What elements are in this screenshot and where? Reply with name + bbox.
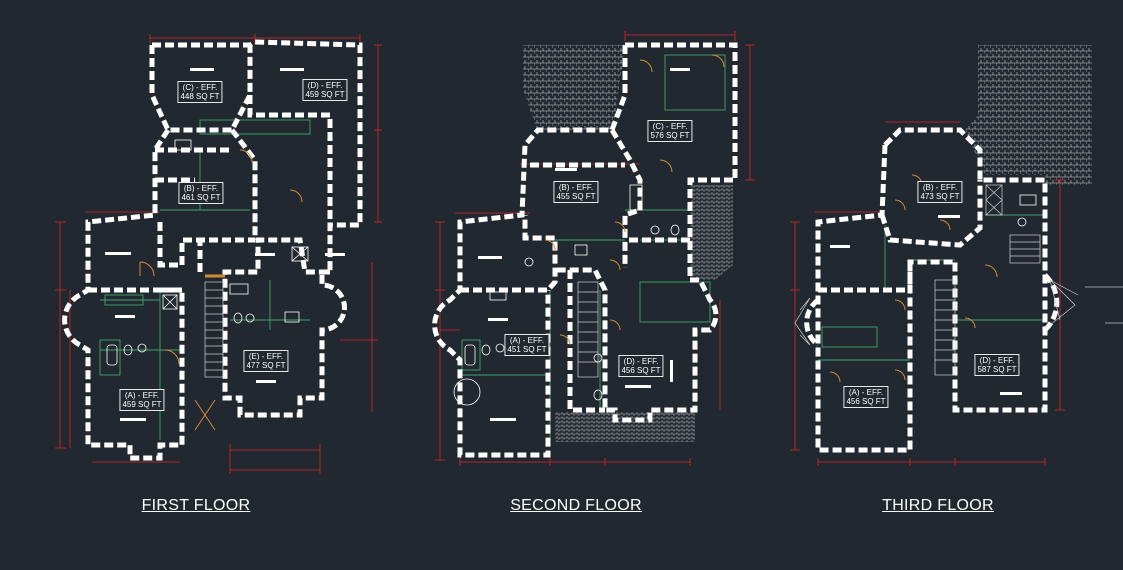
unit-name: (C) - EFF.: [182, 83, 218, 92]
unit-label-third-a: (A) - EFF. 456 SQ FT: [843, 386, 889, 408]
unit-label-first-b: (B) - EFF. 461 SQ FT: [178, 182, 224, 204]
first-floor-furniture: [105, 68, 345, 421]
unit-area: 455 SQ FT: [556, 192, 596, 201]
first-floor-fixtures: [106, 139, 309, 366]
unit-label-first-e: (E) - EFF. 477 SQ FT: [243, 350, 289, 372]
unit-area: 459 SQ FT: [122, 400, 162, 409]
third-floor-stairs: [794, 184, 1079, 376]
unit-label-second-a: (A) - EFF. 451 SQ FT: [504, 334, 550, 356]
third-floor-leader-lines: [1085, 286, 1123, 324]
second-floor-roof-hatch-left: [523, 45, 625, 130]
unit-name: (D) - EFF.: [623, 357, 659, 366]
second-floor-plan: [432, 31, 755, 466]
unit-name: (E) - EFF.: [248, 352, 284, 361]
unit-name: (A) - EFF.: [848, 388, 884, 397]
unit-label-second-b: (B) - EFF. 455 SQ FT: [553, 181, 599, 203]
third-floor-exterior-walls: [804, 127, 1060, 453]
second-floor-exterior-walls: [432, 42, 738, 458]
unit-label-third-b: (B) - EFF. 473 SQ FT: [917, 181, 963, 203]
second-floor-fixtures: [453, 184, 680, 406]
first-floor-exterior-walls: [62, 39, 363, 461]
third-floor-title: THIRD FLOOR: [882, 497, 994, 514]
first-floor-dimension-lines: [55, 34, 382, 474]
unit-label-second-d: (D) - EFF. 456 SQ FT: [618, 355, 664, 377]
third-floor-fixtures: [1017, 194, 1037, 227]
unit-name: (A) - EFF.: [124, 391, 160, 400]
unit-area: 456 SQ FT: [621, 366, 661, 375]
unit-area: 477 SQ FT: [246, 361, 286, 370]
unit-area: 451 SQ FT: [507, 345, 547, 354]
unit-area: 456 SQ FT: [846, 397, 886, 406]
second-floor-brick-hatch-bottom: [555, 412, 695, 442]
unit-label-second-c: (C) - EFF. 576 SQ FT: [647, 120, 693, 142]
unit-area: 461 SQ FT: [181, 193, 221, 202]
third-floor-interior-walls: [818, 214, 1045, 361]
second-floor-title: SECOND FLOOR: [510, 497, 642, 514]
unit-area: 459 SQ FT: [305, 90, 345, 99]
second-floor-stairs: [577, 281, 599, 378]
unit-area: 576 SQ FT: [650, 131, 690, 140]
unit-area: 587 SQ FT: [977, 365, 1017, 374]
second-floor-doors: [544, 54, 725, 346]
first-floor-doors: [139, 149, 303, 431]
first-floor-title: FIRST FLOOR: [141, 497, 251, 514]
unit-name: (B) - EFF.: [922, 183, 958, 192]
unit-name: (A) - EFF.: [509, 336, 545, 345]
unit-name: (D) - EFF.: [979, 356, 1015, 365]
unit-name: (B) - EFF.: [183, 184, 219, 193]
unit-label-first-c: (C) - EFF. 448 SQ FT: [177, 81, 223, 103]
third-floor-plan: [790, 45, 1123, 466]
first-floor-plan: [55, 34, 382, 474]
second-floor-furniture: [478, 68, 690, 421]
unit-name: (C) - EFF.: [652, 122, 688, 131]
unit-label-first-d: (D) - EFF. 459 SQ FT: [302, 79, 348, 101]
first-floor-stairs: [204, 281, 224, 378]
unit-name: (B) - EFF.: [558, 183, 594, 192]
third-floor-roof-hatch: [965, 45, 1092, 185]
unit-name: (D) - EFF.: [307, 81, 343, 90]
third-floor-dimension-lines: [790, 121, 1065, 466]
unit-area: 473 SQ FT: [920, 192, 960, 201]
unit-label-third-d: (D) - EFF. 587 SQ FT: [974, 354, 1020, 376]
unit-label-first-a: (A) - EFF. 459 SQ FT: [119, 389, 165, 411]
third-floor-doors: [829, 174, 998, 383]
unit-area: 448 SQ FT: [180, 92, 220, 101]
second-floor-brick-hatch-right: [690, 185, 733, 280]
